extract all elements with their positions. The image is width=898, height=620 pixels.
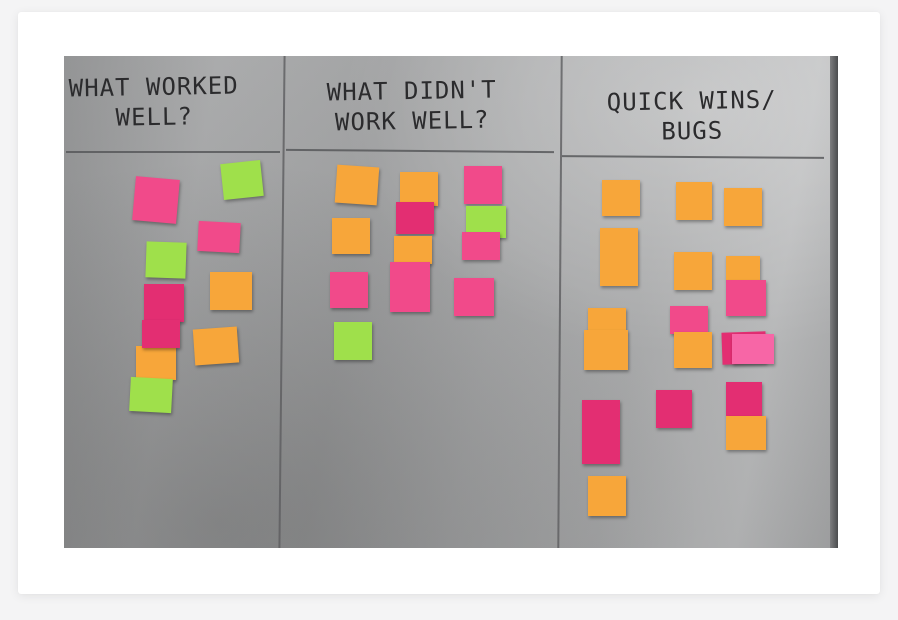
sticky-note	[144, 284, 184, 322]
sticky-note	[732, 334, 774, 364]
sticky-note	[129, 376, 173, 414]
sticky-note	[332, 218, 370, 254]
sticky-note	[674, 252, 712, 290]
sticky-note	[584, 330, 628, 370]
sticky-note	[210, 272, 252, 310]
sticky-note	[330, 272, 368, 308]
sticky-note	[726, 256, 760, 280]
sticky-note	[334, 164, 380, 206]
sticky-note	[136, 346, 176, 380]
sticky-note	[462, 232, 500, 260]
sticky-note	[192, 326, 240, 366]
sticky-note	[334, 322, 372, 360]
sticky-note	[588, 476, 626, 516]
sticky-note	[674, 332, 712, 368]
column-header-worked-well: WHAT WORKED WELL?	[68, 71, 239, 132]
sticky-note	[726, 416, 766, 450]
sticky-note	[390, 262, 430, 312]
header-underline	[66, 151, 280, 153]
sticky-note	[394, 236, 432, 264]
sticky-note	[142, 320, 180, 348]
sticky-note	[197, 220, 241, 254]
sticky-note	[726, 280, 766, 316]
sticky-note	[602, 180, 640, 216]
sticky-note	[464, 166, 502, 204]
sticky-note	[145, 241, 187, 279]
sticky-note	[724, 188, 762, 226]
sticky-note	[220, 160, 264, 200]
sticky-note	[396, 202, 434, 234]
sticky-note	[400, 172, 438, 206]
sticky-note	[588, 308, 626, 332]
sticky-note	[582, 400, 620, 464]
sticky-note	[656, 390, 692, 428]
sticky-note	[600, 228, 638, 286]
column-header-didnt-work-well: WHAT DIDN'T WORK WELL?	[326, 75, 497, 137]
whiteboard-photo: WHAT WORKED WELL? WHAT DIDN'T WORK WELL?…	[64, 56, 838, 548]
column-divider	[278, 56, 286, 548]
header-underline	[561, 155, 825, 159]
column-divider	[557, 56, 563, 548]
sticky-note	[454, 278, 494, 316]
sticky-note	[132, 176, 180, 224]
sticky-note	[670, 306, 708, 334]
sticky-note	[726, 382, 762, 416]
sticky-note	[676, 182, 712, 220]
whiteboard-frame	[830, 56, 838, 548]
header-underline	[285, 148, 555, 154]
column-header-quick-wins-bugs: QUICK WINS/ BUGS	[606, 85, 777, 146]
